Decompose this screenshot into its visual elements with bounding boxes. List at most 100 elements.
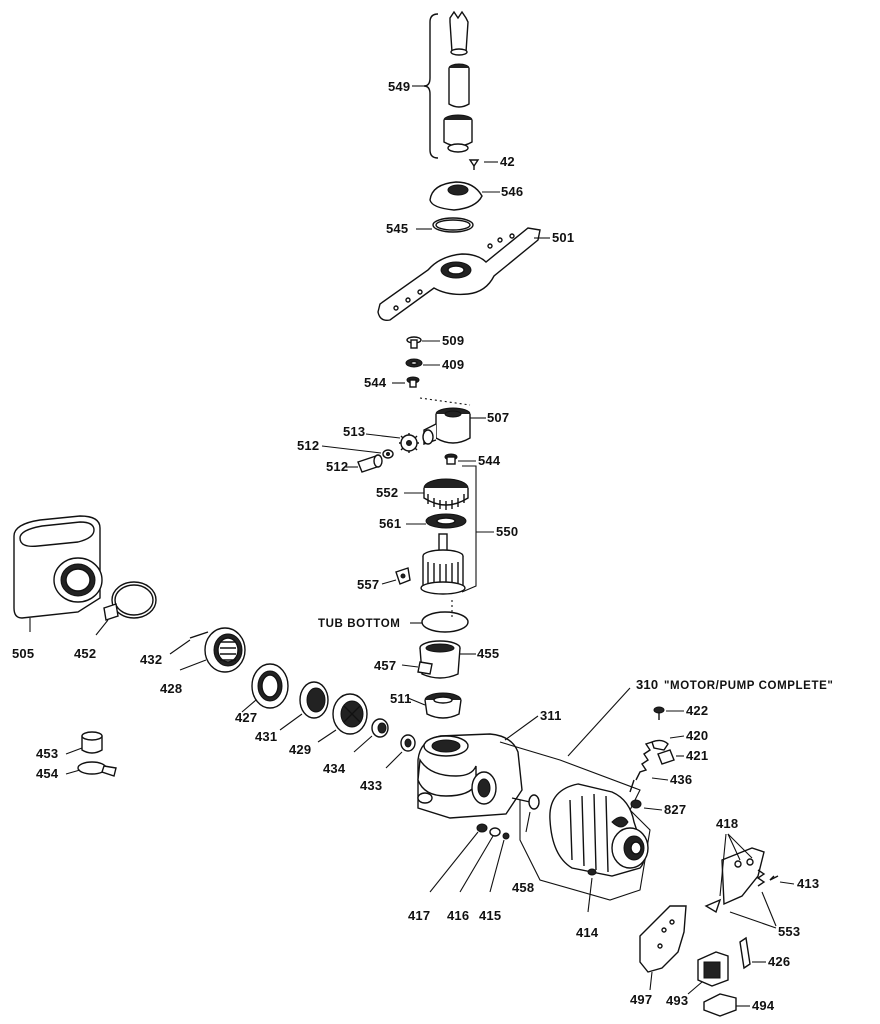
label-557: 557 bbox=[357, 577, 379, 592]
label-457: 457 bbox=[374, 658, 396, 673]
label-512-screw: 512 bbox=[326, 459, 348, 474]
label-544-lower: 544 bbox=[478, 453, 501, 468]
label-311: 311 bbox=[540, 708, 562, 723]
label-546: 546 bbox=[501, 184, 523, 199]
part-544-nut-upper bbox=[392, 376, 420, 388]
label-509: 509 bbox=[442, 333, 464, 348]
part-557-clip bbox=[381, 567, 411, 585]
label-417: 417 bbox=[408, 908, 430, 923]
label-501: 501 bbox=[552, 230, 574, 245]
label-511: 511 bbox=[390, 691, 412, 706]
part-511-seal bbox=[407, 692, 462, 719]
label-310: 310 bbox=[636, 677, 658, 692]
label-426: 426 bbox=[768, 954, 790, 969]
part-417-416-415-fasteners bbox=[429, 823, 510, 893]
part-561-washer bbox=[406, 513, 467, 529]
part-413-pin bbox=[769, 875, 795, 885]
label-429: 429 bbox=[289, 742, 311, 757]
label-434: 434 bbox=[323, 761, 346, 776]
part-509-bolt bbox=[406, 336, 440, 349]
label-454: 454 bbox=[36, 766, 59, 781]
label-432: 432 bbox=[140, 652, 162, 667]
label-414: 414 bbox=[576, 925, 599, 940]
part-457-clamp bbox=[401, 661, 433, 675]
part-434-cap bbox=[353, 718, 389, 753]
part-436-spring bbox=[629, 741, 669, 793]
label-416: 416 bbox=[447, 908, 469, 923]
part-505-duct bbox=[13, 515, 103, 632]
part-544-nut-lower bbox=[444, 453, 476, 465]
label-553: 553 bbox=[778, 924, 800, 939]
part-433-washer bbox=[385, 734, 416, 769]
part-501-spray-arm bbox=[377, 227, 550, 322]
part-431-seal bbox=[279, 681, 329, 731]
part-427-ring bbox=[241, 663, 289, 713]
label-549: 549 bbox=[388, 79, 410, 94]
part-458-bolt bbox=[511, 794, 540, 833]
part-545-ring bbox=[416, 217, 474, 233]
label-455: 455 bbox=[477, 646, 499, 661]
part-414-screw bbox=[587, 868, 597, 913]
label-827: 827 bbox=[664, 802, 686, 817]
label-493: 493 bbox=[666, 993, 688, 1008]
label-507: 507 bbox=[487, 410, 509, 425]
part-512-screw bbox=[346, 454, 383, 473]
part-426-plunger bbox=[739, 936, 766, 970]
part-452-clamp bbox=[95, 581, 157, 636]
part-409-washer bbox=[405, 358, 440, 368]
label-427: 427 bbox=[235, 710, 257, 725]
part-418-bracket bbox=[704, 833, 765, 914]
label-497: 497 bbox=[630, 992, 652, 1007]
label-545: 545 bbox=[386, 221, 408, 236]
label-561: 561 bbox=[379, 516, 401, 531]
part-494-cover bbox=[703, 993, 750, 1017]
label-453: 453 bbox=[36, 746, 58, 761]
label-motor-pump-complete: "MOTOR/PUMP COMPLETE" bbox=[664, 680, 833, 692]
bracket-550 bbox=[461, 465, 477, 593]
label-415: 415 bbox=[479, 908, 501, 923]
part-553-spring bbox=[729, 869, 777, 929]
part-429-impeller bbox=[317, 693, 368, 743]
label-413: 413 bbox=[797, 876, 819, 891]
part-550-impeller-housing bbox=[420, 533, 466, 595]
label-452: 452 bbox=[74, 646, 96, 661]
part-549-spray-tube bbox=[412, 10, 473, 159]
label-428: 428 bbox=[160, 681, 182, 696]
part-420-421-clip bbox=[651, 735, 685, 765]
label-436: 436 bbox=[670, 772, 692, 787]
label-433: 433 bbox=[360, 778, 382, 793]
part-422-screw bbox=[653, 706, 684, 720]
label-tub-bottom: TUB BOTTOM bbox=[318, 618, 400, 630]
part-827-screw bbox=[630, 799, 663, 811]
part-507-hub bbox=[422, 407, 486, 445]
label-420: 420 bbox=[686, 728, 708, 743]
label-544-upper: 544 bbox=[364, 375, 387, 390]
part-432-pin bbox=[169, 631, 209, 655]
part-311-pump-housing bbox=[417, 715, 539, 819]
part-motor bbox=[549, 783, 649, 877]
label-42: 42 bbox=[500, 154, 515, 169]
label-421: 421 bbox=[686, 748, 708, 763]
label-550: 550 bbox=[496, 524, 518, 539]
label-552: 552 bbox=[376, 485, 398, 500]
label-458: 458 bbox=[512, 880, 534, 895]
part-546-cap bbox=[429, 181, 500, 211]
part-493-solenoid bbox=[687, 951, 729, 995]
label-409: 409 bbox=[442, 357, 464, 372]
part-455-hose bbox=[419, 640, 476, 679]
label-512-washer: 512 bbox=[297, 438, 319, 453]
label-505: 505 bbox=[12, 646, 34, 661]
label-422: 422 bbox=[686, 703, 708, 718]
part-42-screw bbox=[468, 159, 498, 170]
part-428-filter bbox=[179, 627, 246, 673]
label-418: 418 bbox=[716, 816, 738, 831]
label-494: 494 bbox=[752, 998, 775, 1013]
part-512-washer bbox=[321, 445, 394, 459]
part-454-clamp bbox=[65, 761, 117, 777]
tub-bottom-gasket bbox=[410, 611, 469, 633]
part-552-gear bbox=[404, 478, 469, 510]
label-513: 513 bbox=[343, 424, 365, 439]
label-431: 431 bbox=[255, 729, 277, 744]
part-453-cap bbox=[65, 731, 103, 755]
